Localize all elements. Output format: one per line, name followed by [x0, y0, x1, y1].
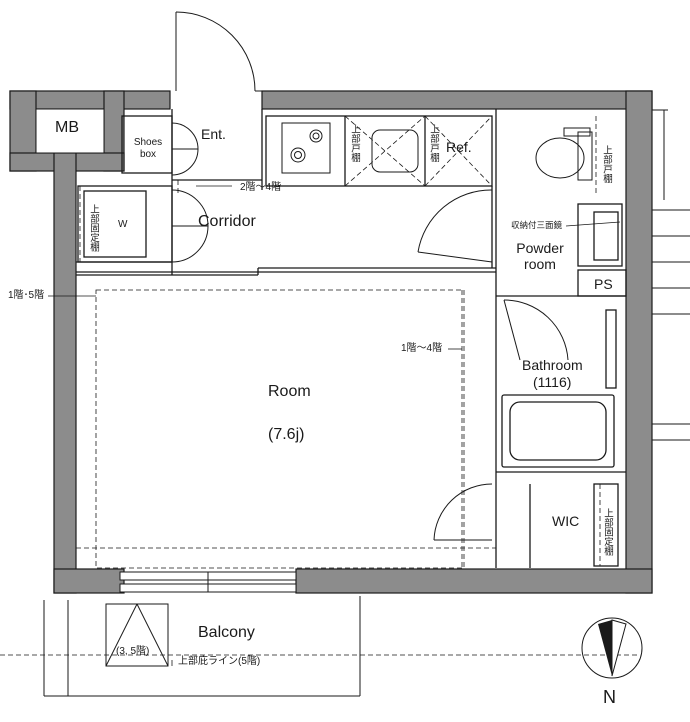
toilet — [535, 127, 593, 181]
mirror-storage-note: 収納付三面鏡 — [511, 220, 563, 230]
wardrobe-label: W — [118, 219, 128, 230]
bathroom-label: Bathroom — [522, 357, 583, 373]
dashed-lines — [0, 115, 640, 656]
floors-2-4-note: 2階～4階 — [240, 182, 282, 193]
bathroom-size: (1116) — [533, 374, 572, 390]
interior-partitions — [76, 109, 627, 568]
upper-fixed-shelf-note: 上部固定棚 — [87, 204, 99, 252]
room-label: Room — [268, 383, 311, 400]
powder-room-text: Powder room — [516, 240, 564, 273]
north-label: N — [603, 687, 616, 707]
balcony-window — [119, 571, 297, 593]
north-compass — [581, 617, 643, 679]
floors-1-4-note: 1階～4階 — [401, 343, 443, 354]
powder-room-label: Powder room — [508, 240, 572, 272]
exterior-lines-right — [652, 109, 690, 441]
entrance-label: Ent. — [201, 126, 226, 142]
upper-fixed-shelf-wic-note: 上部固定棚 — [601, 508, 613, 556]
shoes-box-text: Shoes box — [133, 137, 163, 160]
floors-1-5-note: 1階･5階 — [8, 290, 45, 301]
corridor-label: Corridor — [198, 213, 256, 230]
leader-lines — [48, 185, 621, 666]
kitchen-sink — [371, 129, 419, 173]
stove — [281, 122, 331, 174]
exterior-walls — [9, 90, 653, 594]
balcony-outline — [43, 596, 361, 697]
refrigerator-label: Ref. — [446, 139, 472, 155]
mb-label: MB — [55, 119, 79, 136]
room-size: (7.6j) — [268, 426, 305, 443]
doors — [171, 11, 569, 541]
balcony-label: Balcony — [198, 624, 255, 641]
eaves-line-note: 上部庇ライン(5階) — [178, 656, 261, 667]
shoes-box-label: Shoes box — [128, 137, 168, 160]
ps-label: PS — [594, 276, 613, 292]
upper-cabinet-note-3: 上部戸棚 — [600, 145, 612, 183]
upper-cabinet-note-1: 上部戸棚 — [348, 124, 360, 162]
mb-room — [35, 108, 105, 154]
wic-label: WIC — [552, 513, 580, 529]
upper-cabinet-note-2: 上部戸棚 — [427, 124, 439, 162]
balcony-floors-note: (3, 5階) — [116, 646, 150, 657]
